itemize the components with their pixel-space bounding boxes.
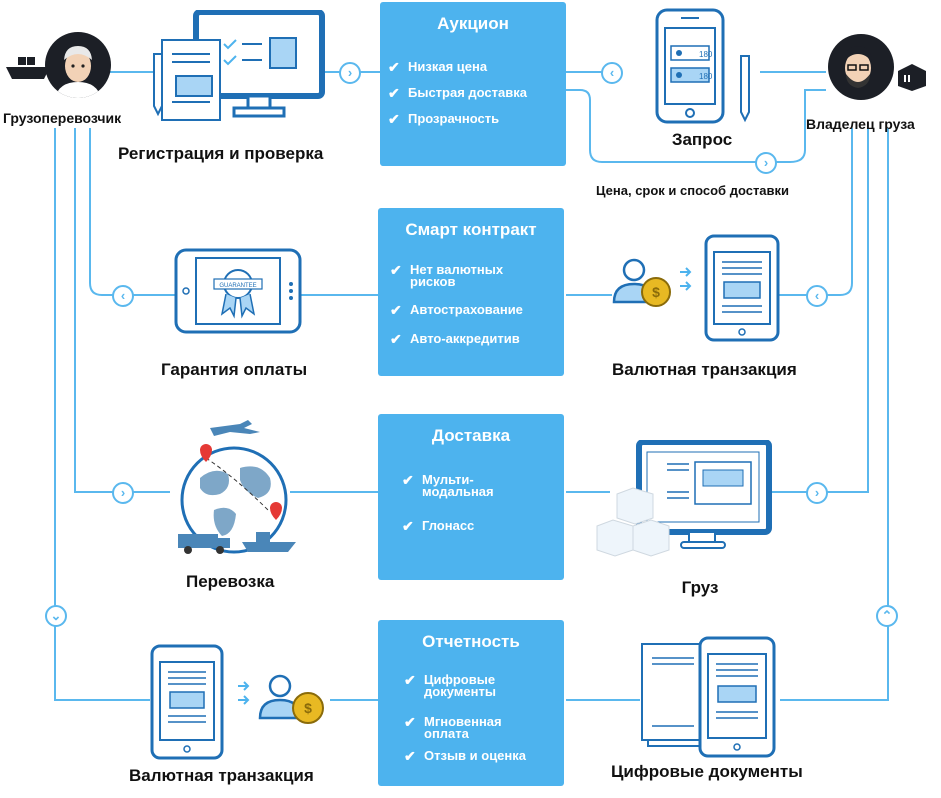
transport-label: Перевозка — [186, 572, 275, 591]
check-icon: ✔ — [390, 302, 402, 318]
coin-symbol-left: $ — [304, 700, 312, 716]
guarantee-tablet-icon: GUARANTEE — [174, 248, 304, 339]
check-icon: ✔ — [388, 111, 400, 127]
delivery-title: Доставка — [431, 426, 511, 445]
price-note: Цена, срок и способ доставки — [596, 183, 790, 198]
currency-transaction-icon: $ — [612, 234, 782, 349]
carrier-label: Грузоперевозчик — [3, 110, 122, 126]
check-icon: ✔ — [390, 262, 402, 278]
cargo-icon — [595, 439, 775, 569]
check-icon: ✔ — [404, 714, 416, 730]
arrow-down-icon: ⌄ — [45, 605, 67, 627]
check-icon: ✔ — [402, 472, 414, 488]
delivery-panel: Доставка ✔Мульти-модальная ✔Глонасс — [378, 414, 564, 580]
check-icon: ✔ — [404, 748, 416, 764]
reporting-item: ✔Цифровые документы — [404, 672, 496, 699]
arrow-right-icon: › — [339, 62, 361, 84]
arrow-right-icon: › — [755, 152, 777, 174]
check-icon: ✔ — [390, 331, 402, 347]
delivery-item: ✔Мульти-модальная — [402, 472, 494, 499]
digital-documents-icon — [640, 636, 780, 765]
request-label: Запрос — [671, 130, 733, 149]
registration-icon — [152, 9, 330, 133]
request-field-1: 180 — [699, 50, 713, 59]
currency-tx-left-label: Валютная транзакция — [129, 766, 314, 785]
reporting-item: ✔Отзыв и оценка — [404, 748, 527, 764]
coin-symbol-right: $ — [652, 284, 660, 300]
arrow-right-icon: › — [806, 482, 828, 504]
owner-avatar — [828, 34, 894, 100]
smart-contract-panel: Смарт контракт ✔Нет валютных рисков ✔Авт… — [378, 208, 564, 376]
ship-icon — [4, 55, 52, 88]
digital-docs-label: Цифровые документы — [611, 762, 803, 781]
cargo-label: Груз — [681, 578, 719, 597]
carrier-avatar — [45, 32, 111, 98]
currency-tx-right-label: Валютная транзакция — [612, 360, 797, 379]
auction-title: Аукцион — [437, 14, 509, 33]
request-phone-icon: 180 180 — [655, 8, 755, 131]
smart-contract-item: ✔Авто-аккредитив — [390, 331, 520, 347]
transport-globe-icon — [170, 418, 310, 563]
arrow-left-icon: ‹ — [112, 285, 134, 307]
box-icon — [896, 62, 928, 97]
currency-transaction-left-icon: $ — [150, 644, 330, 769]
smart-contract-item: ✔Автострахование — [390, 302, 523, 318]
arrow-right-icon: › — [112, 482, 134, 504]
check-icon: ✔ — [404, 672, 416, 688]
check-icon: ✔ — [402, 518, 414, 534]
arrow-up-icon: ⌃ — [876, 605, 898, 627]
reporting-title: Отчетность — [422, 632, 520, 651]
auction-item: ✔Прозрачность — [388, 111, 500, 127]
delivery-item: ✔Глонасс — [402, 518, 475, 534]
guarantee-label: Гарантия оплаты — [161, 360, 308, 379]
check-icon: ✔ — [388, 59, 400, 75]
owner-label: Владелец груза — [806, 116, 915, 132]
auction-item: ✔Низкая цена — [388, 59, 488, 75]
smart-contract-title: Смарт контракт — [405, 220, 537, 239]
check-icon: ✔ — [388, 85, 400, 101]
arrow-left-icon: ‹ — [806, 285, 828, 307]
reporting-item: ✔Мгновенная оплата — [404, 714, 502, 741]
request-field-2: 180 — [699, 72, 713, 81]
guarantee-badge-text: GUARANTEE — [219, 283, 256, 289]
reporting-panel: Отчетность ✔Цифровые документы ✔Мгновенн… — [378, 620, 564, 786]
auction-item: ✔Быстрая доставка — [388, 85, 527, 101]
auction-panel: Аукцион ✔Низкая цена ✔Быстрая доставка ✔… — [380, 2, 566, 166]
registration-label: Регистрация и проверка — [118, 144, 324, 163]
smart-contract-item: ✔Нет валютных рисков — [390, 262, 504, 289]
arrow-left-icon: ‹ — [601, 62, 623, 84]
